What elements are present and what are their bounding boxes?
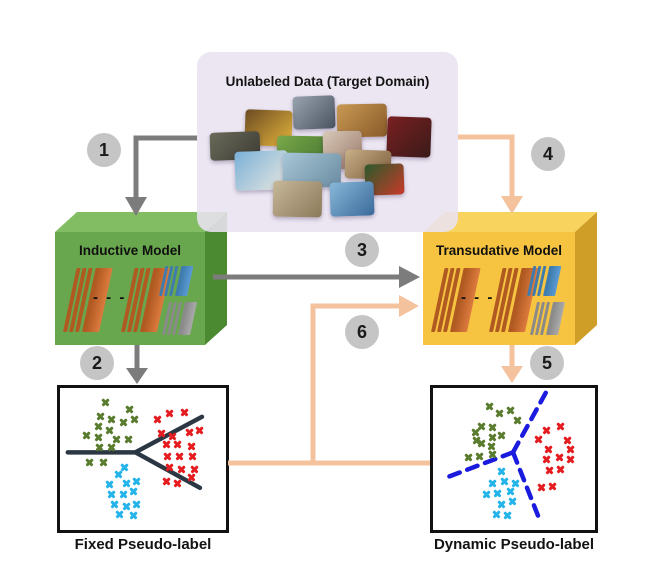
green-class-point (107, 415, 116, 424)
green-class-point (82, 431, 91, 440)
cyan-class-point (506, 487, 515, 496)
cyan-class-point (129, 511, 138, 520)
transductive-model-title: Transudative Model (435, 243, 563, 258)
green-class-point (506, 406, 515, 415)
decision-boundary (445, 390, 549, 521)
cyan-class-point (482, 490, 491, 499)
green-class-point (96, 412, 105, 421)
green-class-point (99, 457, 108, 466)
cyan-class-point (115, 510, 124, 519)
step-circle-5: 5 (530, 346, 564, 380)
green-class-point (125, 405, 134, 414)
step-circle-4: 4 (531, 137, 565, 171)
green-class-point (85, 457, 94, 466)
red-class-point (566, 455, 575, 464)
cyan-class-point (503, 511, 512, 520)
green-class-point (124, 435, 133, 444)
green-class-point (130, 415, 139, 424)
green-class-point (475, 452, 484, 461)
green-class-point (464, 453, 473, 462)
cyan-class-point (119, 490, 128, 499)
green-class-point (95, 443, 104, 452)
cyan-class-point (132, 477, 141, 486)
red-class-point (544, 445, 553, 454)
layer-dashes: - - - (93, 289, 127, 306)
red-class-point (185, 428, 194, 437)
dynamic-pseudo-label-caption: Dynamic Pseudo-label (433, 536, 595, 553)
transductive-model-layers: - - - (423, 232, 575, 345)
fixed-pseudo-label-caption: Fixed Pseudo-label (74, 536, 212, 553)
cyan-class-point (107, 490, 116, 499)
cyan-class-point (488, 479, 497, 488)
red-class-point (195, 426, 204, 435)
red-class-point (556, 464, 565, 473)
cyan-class-point (497, 467, 506, 476)
red-class-point (163, 452, 172, 461)
green-class-point (485, 402, 494, 411)
inductive-model-title: Inductive Model (78, 243, 181, 258)
red-class-point (175, 452, 184, 461)
cyan-class-point (508, 497, 517, 506)
green-class-point (101, 397, 110, 406)
cyan-class-point (493, 489, 502, 498)
dynamic-pseudo-label-plot (430, 385, 598, 533)
red-class-point (165, 409, 174, 418)
red-class-point (566, 445, 575, 454)
fixed-pseudo-label-plot (57, 385, 229, 533)
green-class-point (497, 430, 506, 439)
red-class-point (180, 408, 189, 417)
transductive-box-top-face (423, 212, 597, 232)
cyan-class-point (132, 500, 141, 509)
step-circle-1: 1 (87, 133, 121, 167)
step-circle-6: 6 (345, 315, 379, 349)
cyan-class-point (110, 500, 119, 509)
cyan-class-point (492, 510, 501, 519)
green-class-point (513, 416, 522, 425)
transductive-box-side-face (575, 212, 597, 345)
cyan-class-point (497, 500, 506, 509)
layer-slab (175, 266, 194, 296)
red-class-point (173, 479, 182, 488)
red-class-point (187, 442, 196, 451)
red-class-point (556, 422, 565, 431)
green-class-point (495, 409, 504, 418)
red-class-point (187, 473, 196, 482)
cyan-class-point (105, 480, 114, 489)
layer-dashes: - - - (461, 289, 495, 306)
green-class-point (107, 443, 116, 452)
red-class-point (555, 453, 564, 462)
cyan-class-point (129, 487, 138, 496)
red-class-point (173, 440, 182, 449)
red-class-point (542, 426, 551, 435)
green-class-point (94, 422, 103, 431)
red-class-point (537, 483, 546, 492)
red-class-point (153, 415, 162, 424)
inductive-model-box: Inductive Model - - - (55, 232, 205, 345)
red-class-point (177, 464, 186, 473)
inductive-box-top-face (55, 212, 227, 232)
layer-slab (543, 266, 562, 296)
red-class-point (534, 435, 543, 444)
red-class-point (545, 466, 554, 475)
red-class-point (542, 455, 551, 464)
red-class-point (165, 463, 174, 472)
step-circle-2: 2 (80, 346, 114, 380)
green-class-point (119, 418, 128, 427)
inductive-model-layers: - - - (55, 232, 205, 345)
cyan-class-point (500, 477, 509, 486)
unlabeled-data-title: Unlabeled Data (Target Domain) (225, 74, 430, 89)
green-class-point (488, 450, 497, 459)
red-class-point (548, 481, 557, 490)
transductive-model-box: Transudative Model - - - (423, 232, 575, 345)
red-class-point (162, 440, 171, 449)
red-class-point (188, 452, 197, 461)
green-class-point (477, 439, 486, 448)
step-circle-3: 3 (345, 233, 379, 267)
red-class-point (162, 477, 171, 486)
red-class-point (157, 429, 166, 438)
green-class-point (94, 433, 103, 442)
